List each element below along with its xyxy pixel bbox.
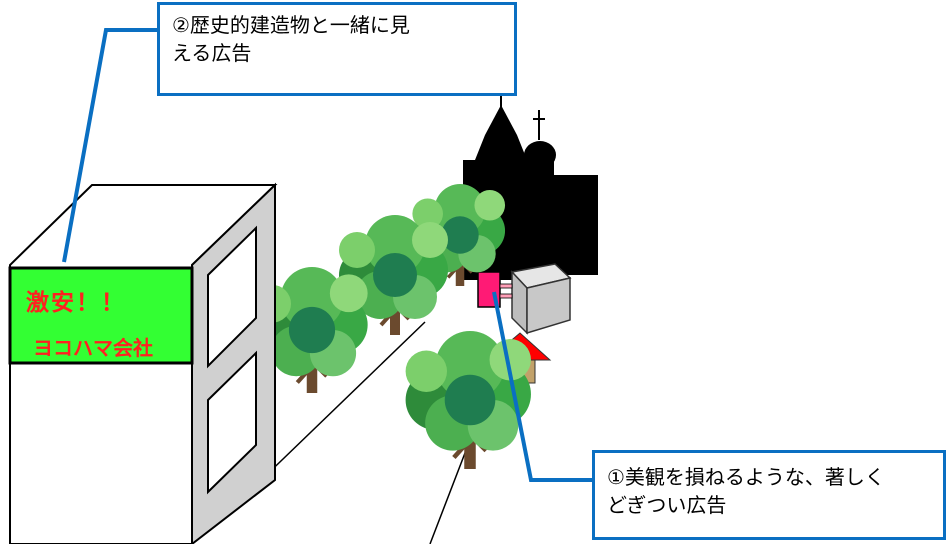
billboard <box>8 266 194 365</box>
callout-historic-building-ad: ②歴史的建造物と一緒に見 える広告 <box>157 2 517 96</box>
callout-leader-lines <box>62 28 592 482</box>
billboard-company: ヨコハマ会社 <box>33 336 153 360</box>
billboard-headline: 激安！！ <box>26 290 126 316</box>
tree-icon <box>253 182 531 469</box>
box-building-icon <box>510 263 572 335</box>
callout-gaudy-ad: ①美観を損ねるような、著しく どぎつい広告 <box>592 450 946 540</box>
